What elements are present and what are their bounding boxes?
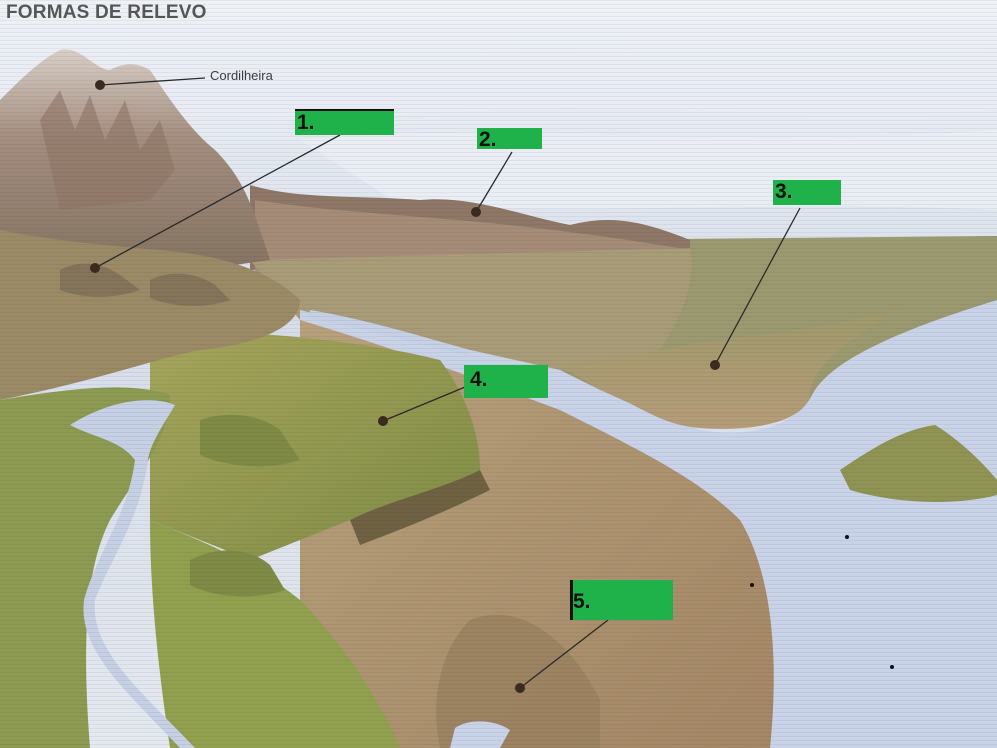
answer-box-3[interactable]: 3. — [773, 180, 841, 205]
answer-box-number: 5. — [573, 590, 591, 613]
marker-dot-3 — [710, 360, 720, 370]
answer-box-2[interactable]: 2. — [477, 128, 542, 151]
answer-box-4[interactable]: 4. — [464, 365, 548, 398]
marker-dot-1 — [90, 263, 100, 273]
answer-box-1[interactable]: 1. — [295, 109, 394, 135]
marker-dot-5 — [515, 683, 525, 693]
leader-line-5 — [519, 619, 609, 689]
leader-line-cordilheira — [99, 77, 206, 86]
answer-box-5[interactable]: 5. — [570, 580, 673, 620]
diagram-title: FORMAS DE RELEVO — [6, 2, 207, 23]
answer-box-number: 4. — [470, 368, 488, 391]
leader-line-2 — [475, 151, 513, 213]
marker-dot-4 — [378, 416, 388, 426]
answer-box-number: 1. — [297, 111, 315, 134]
label-cordilheira: Cordilheira — [210, 68, 273, 83]
marker-dot-cordilheira — [95, 80, 105, 90]
dot-mark — [845, 535, 849, 539]
leader-line-1 — [94, 134, 341, 269]
answer-box-number: 2. — [479, 128, 497, 151]
dot-mark — [890, 665, 894, 669]
leader-line-3 — [714, 207, 801, 366]
answer-box-number: 3. — [775, 180, 793, 203]
marker-dot-2 — [471, 207, 481, 217]
dot-mark — [750, 583, 754, 587]
leader-line-4 — [382, 384, 471, 422]
